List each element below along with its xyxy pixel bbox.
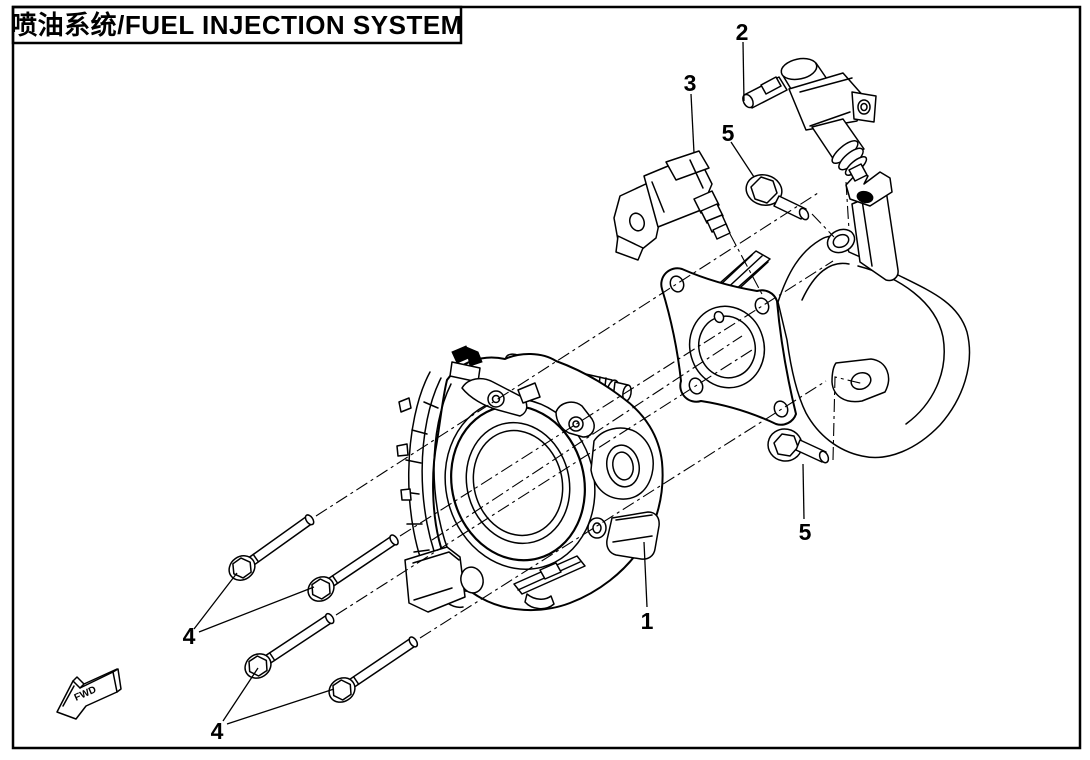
- bolt-4a-drawing: [228, 514, 315, 581]
- callout-3: 3: [684, 70, 697, 96]
- border-frame: [11, 5, 1082, 750]
- flange-hole: [669, 275, 685, 293]
- callout-5-top: 5: [722, 120, 735, 146]
- callout-5-right: 5: [799, 519, 812, 545]
- flange-hole: [754, 297, 770, 315]
- throttle-body-drawing: [396, 345, 664, 613]
- callout-2: 2: [736, 19, 749, 45]
- flange-gasket-drawing: [660, 267, 797, 426]
- fwd-indicator: FWD: [56, 668, 122, 720]
- assembly-axis-lines: [315, 181, 865, 639]
- bolt-4c-drawing: [244, 612, 335, 679]
- map-sensor-drawing: [613, 150, 731, 261]
- injector-boss: [826, 228, 856, 254]
- page-title: 喷油系统/FUEL INJECTION SYSTEM: [11, 10, 463, 40]
- callout-leaders: [193, 41, 805, 725]
- bolt-4d-drawing: [328, 636, 419, 703]
- bolt-5-right-drawing: [767, 428, 830, 464]
- bolt-4b-drawing: [307, 534, 399, 602]
- callout-4-upper: 4: [183, 623, 196, 649]
- fuel-injector-drawing: [742, 57, 877, 182]
- intake-manifold-drawing: [711, 171, 971, 459]
- callout-4-lower: 4: [211, 718, 224, 744]
- bolt-5-top-drawing: [745, 174, 810, 221]
- callout-1: 1: [641, 608, 654, 634]
